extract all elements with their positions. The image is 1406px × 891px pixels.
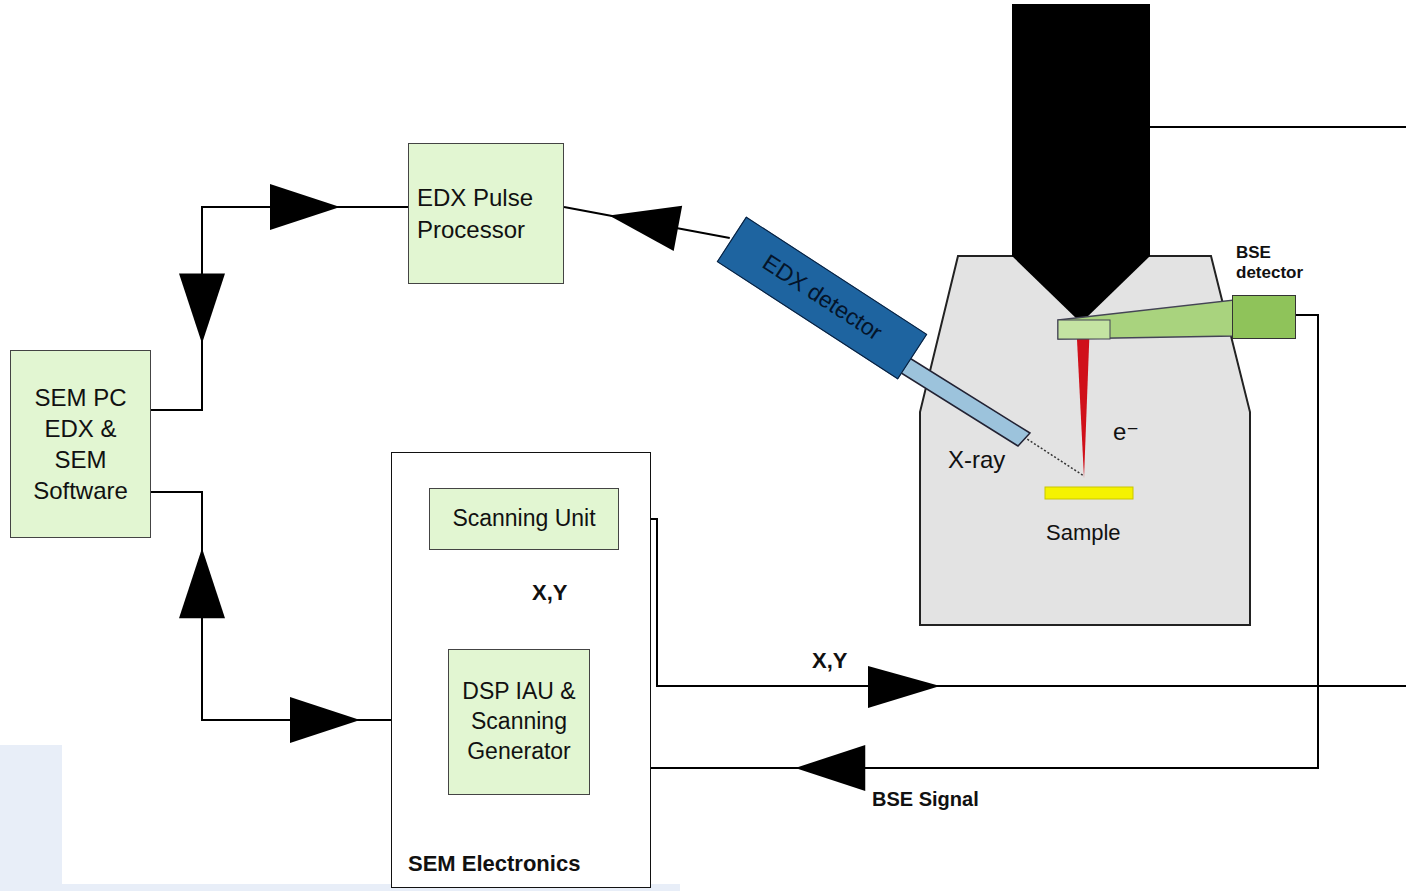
column-wire <box>1150 126 1406 128</box>
xy-wire <box>617 519 1406 686</box>
sample-label: Sample <box>1046 520 1121 546</box>
node-text: SEM PC EDX & SEM Software <box>19 382 142 507</box>
bse-ring <box>1058 320 1110 339</box>
connector <box>151 184 408 410</box>
detector-snout <box>890 352 1030 446</box>
node-text: Scanning Unit <box>452 504 595 534</box>
arrowhead <box>795 745 865 791</box>
connector <box>564 206 730 251</box>
bse-detector-body <box>1232 295 1296 339</box>
process-box: EDX Pulse Processor <box>408 143 564 284</box>
signal-label: X-ray <box>948 446 1005 474</box>
edge-label: BSE Signal <box>870 788 981 811</box>
x-ray-path <box>1024 437 1084 476</box>
electron-label: e⁻ <box>1113 418 1139 446</box>
sample-stage <box>1045 487 1133 499</box>
connector-line <box>590 315 1318 768</box>
xy-arrowhead <box>868 666 940 708</box>
connector-line <box>151 207 408 410</box>
group-box: SEM Electronics Scanning UnitDSP IAU & Sc… <box>391 452 651 888</box>
arrowhead <box>270 184 340 230</box>
node-text: BSE detector <box>1236 243 1300 284</box>
node-text: EDX detector <box>756 248 887 348</box>
pc-box: SEM PC EDX & SEM Software <box>10 350 151 538</box>
arrowhead <box>290 697 360 743</box>
process-box: DSP IAU & Scanning Generator <box>448 649 590 795</box>
node-text: EDX Pulse Processor <box>417 182 555 244</box>
signal-label: X,Y <box>812 648 847 674</box>
edx-detector: EDX detector <box>717 217 928 380</box>
arrowhead <box>179 274 225 344</box>
node-text: DSP IAU & Scanning Generator <box>457 677 581 767</box>
arrowhead <box>609 206 682 251</box>
bse-arm <box>1058 300 1234 339</box>
connector <box>590 315 1318 791</box>
electron-column <box>1012 4 1150 320</box>
edge-label: X,Y <box>530 580 569 606</box>
node-text: SEM Electronics <box>408 850 580 879</box>
arrowhead <box>179 548 225 618</box>
electron-beam <box>1076 320 1090 478</box>
bse-detector: BSE detector <box>1232 243 1296 340</box>
process-box: Scanning Unit <box>429 488 619 550</box>
corner-shade <box>0 745 62 891</box>
